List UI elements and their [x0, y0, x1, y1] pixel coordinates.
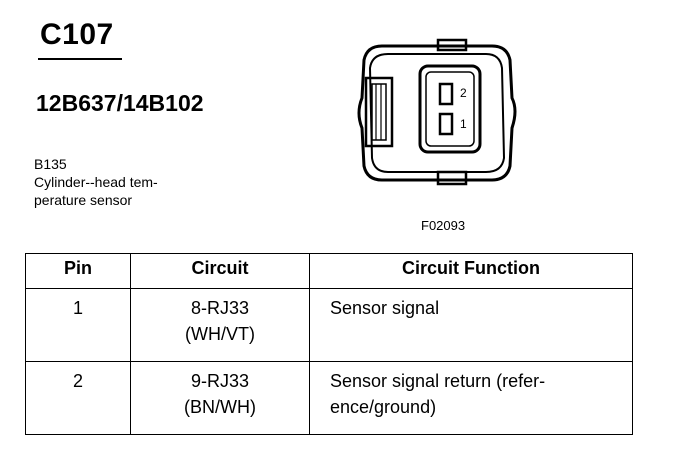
circuit-cell: 8-RJ33 (WH/VT) — [130, 288, 310, 362]
circuit-color: (BN/WH) — [184, 397, 256, 417]
circuit-cell: 9-RJ33 (BN/WH) — [130, 361, 310, 435]
connector-id-underline — [38, 58, 122, 60]
function-line2: ence/ground) — [330, 397, 437, 417]
function-line1: Sensor signal — [330, 298, 440, 318]
circuit-code: 8-RJ33 — [190, 298, 250, 318]
function-cell: Sensor signal return (refer- ence/ground… — [309, 361, 633, 435]
connector-outline-drawing — [357, 38, 517, 186]
pin-table: Pin Circuit Circuit Function 1 8-RJ33 (W… — [25, 253, 633, 435]
pin-cell: 1 — [25, 288, 131, 362]
figure-code: F02093 — [421, 218, 466, 233]
function-line1: Sensor signal return (refer- — [330, 371, 546, 391]
function-cell: Sensor signal — [309, 288, 633, 362]
component-code: B135 — [34, 156, 67, 172]
circuit-code: 9-RJ33 — [190, 371, 250, 391]
connector-face-diagram: 2 1 — [352, 38, 522, 188]
pin-cell: 2 — [25, 361, 131, 435]
part-number: 12B637/14B102 — [36, 90, 204, 116]
pin-label-2: 2 — [460, 86, 467, 100]
component-name-line2: perature sensor — [34, 192, 133, 208]
header-circuit-function: Circuit Function — [309, 253, 633, 289]
header-circuit: Circuit — [130, 253, 310, 289]
component-name-line1: Cylinder--head tem- — [34, 174, 158, 190]
component-description: B135 Cylinder--head tem- perature sensor — [34, 155, 158, 209]
circuit-color: (WH/VT) — [185, 324, 255, 344]
pin-label-1: 1 — [460, 117, 467, 131]
connector-id: C107 — [40, 18, 114, 51]
table-row: 1 8-RJ33 (WH/VT) Sensor signal — [25, 288, 633, 362]
table-row: 2 9-RJ33 (BN/WH) Sensor signal return (r… — [25, 361, 633, 435]
table-header-row: Pin Circuit Circuit Function — [25, 253, 633, 289]
header-pin: Pin — [25, 253, 131, 289]
